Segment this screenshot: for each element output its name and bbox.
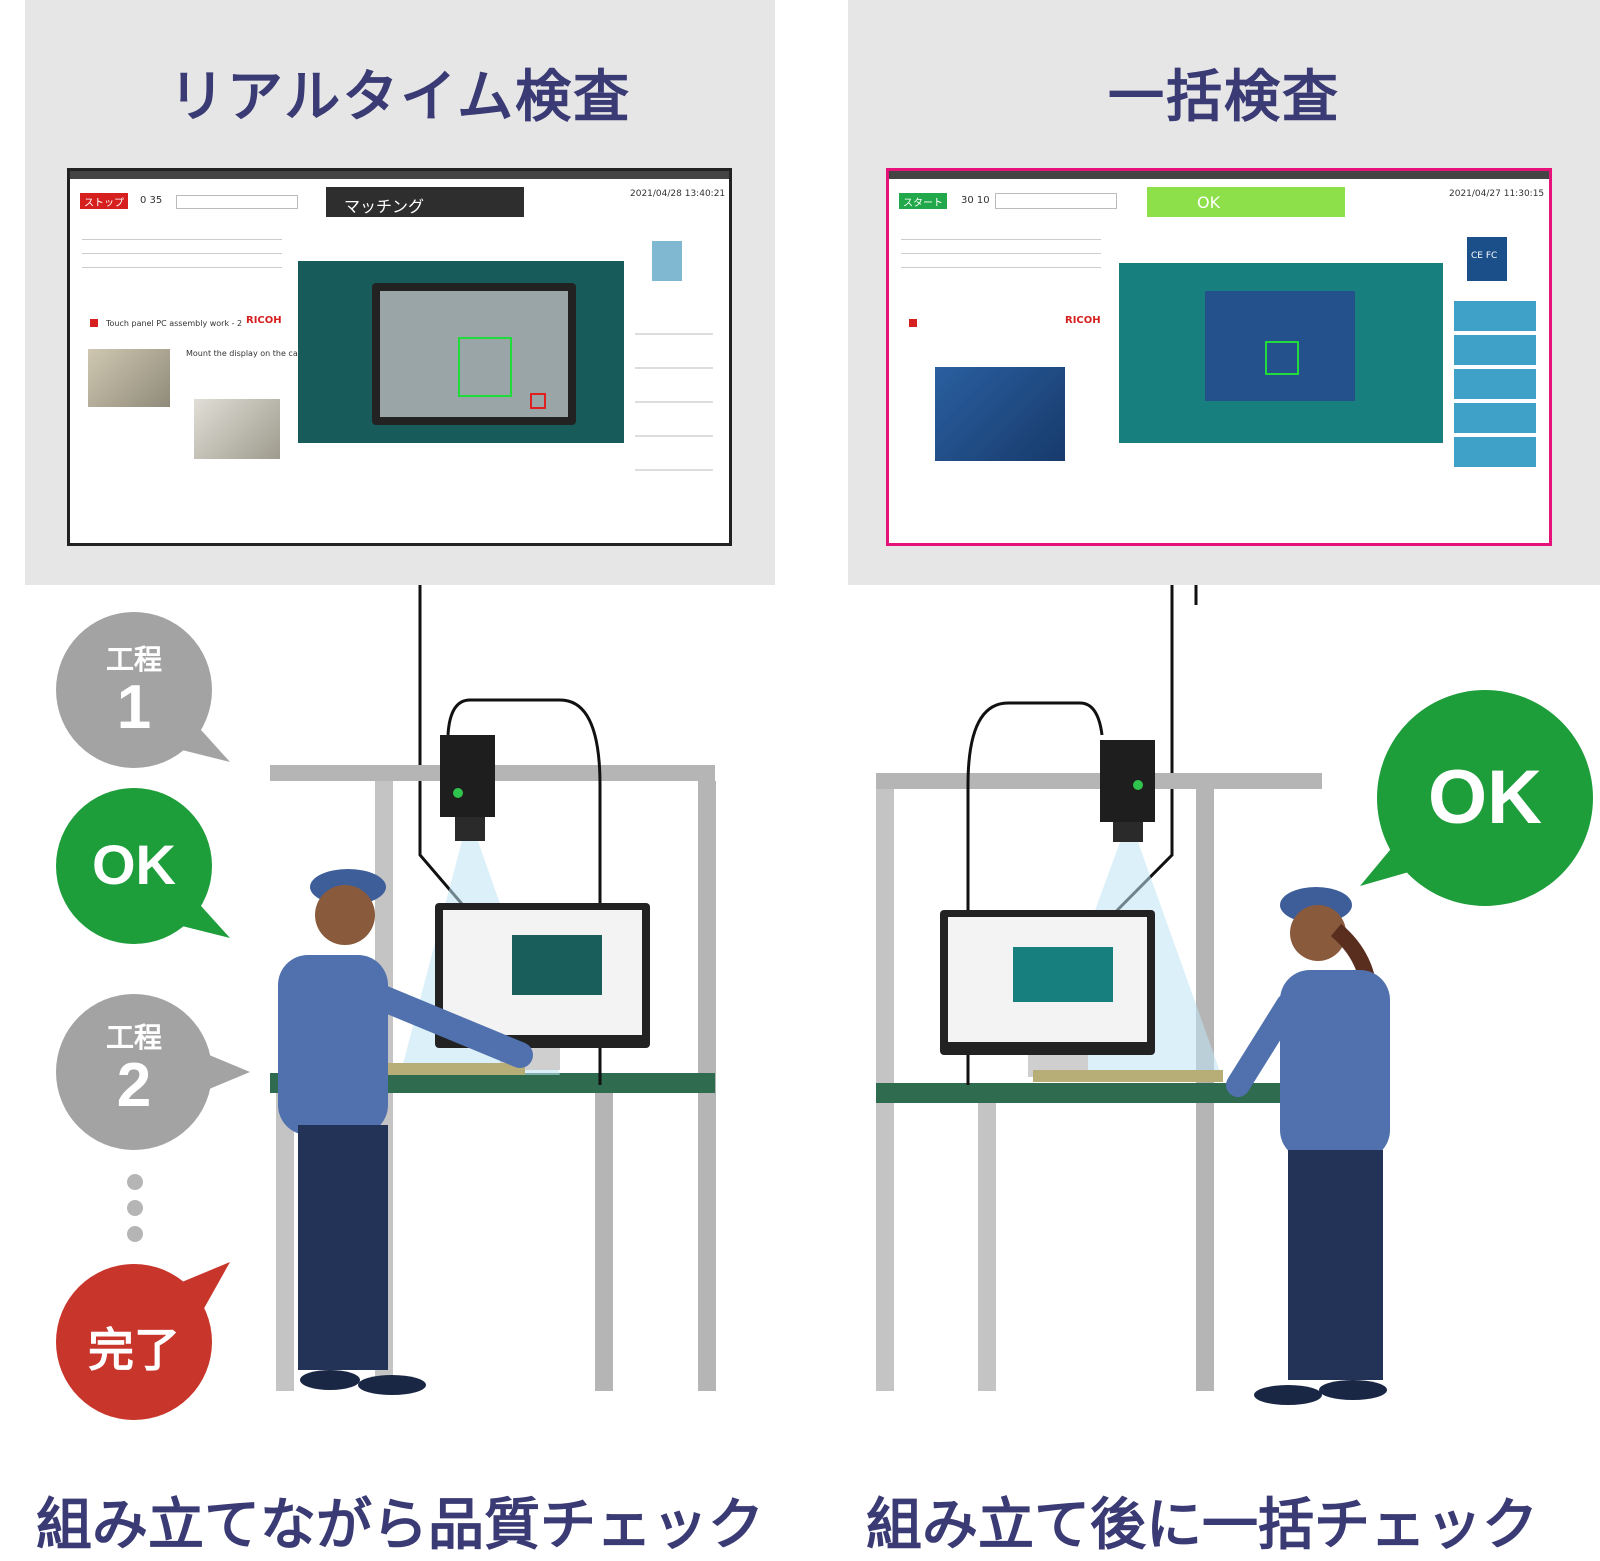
ok-bubble-right-label: OK <box>1428 755 1542 840</box>
batch-caption: 組み立て後に一括チェック <box>866 1493 1538 1558</box>
realtime-screen-mockup: ストップ 0 35 マッチング 2021/04/28 13:40:21 Touc… <box>67 168 732 546</box>
realtime-caption: 組み立てながら品質チェック <box>36 1493 764 1558</box>
step-bubble-1: 工程 1 <box>52 610 232 770</box>
timestamp: 2021/04/28 13:40:21 <box>630 189 726 199</box>
step-bubble-2: 工程 2 <box>52 992 252 1152</box>
progress-field <box>176 195 298 209</box>
camera-view <box>298 261 624 443</box>
timestamp: 2021/04/27 11:30:15 <box>1449 189 1545 199</box>
cert-mark-label: CE FC <box>1471 251 1498 261</box>
realtime-workstation-illustration <box>270 585 716 1395</box>
stop-button-label: ストップ <box>84 198 124 209</box>
match-box <box>1265 341 1299 375</box>
status-banner <box>326 187 524 217</box>
count-display: 0 35 <box>140 195 163 206</box>
batch-workstation-illustration <box>876 585 1390 1405</box>
realtime-inspection-title: リアルタイム検査 <box>168 65 632 130</box>
status-banner <box>1147 187 1345 217</box>
brand-logo: RICOH <box>246 315 282 326</box>
continuation-dots <box>127 1174 143 1242</box>
ok-bubble-right: OK <box>1360 688 1600 908</box>
inspected-panel <box>372 283 576 425</box>
reference-image-1 <box>88 349 170 407</box>
complete-bubble: 完了 <box>52 1262 232 1422</box>
inspected-board <box>1205 291 1355 401</box>
step-2-label: 工程 <box>105 1021 162 1054</box>
cert-mark <box>1467 237 1507 281</box>
ng-box <box>530 393 546 409</box>
start-button[interactable] <box>899 193 947 209</box>
brand-logo: RICOH <box>1065 315 1101 326</box>
progress-field <box>995 193 1117 209</box>
thumbnail-grid <box>1454 301 1536 471</box>
ok-bubble-left: OK <box>52 786 232 946</box>
status-label: OK <box>1197 193 1221 212</box>
match-box <box>458 337 512 397</box>
batch-screen-mockup: スタート 30 10 OK 2021/04/27 11:30:15 RICOH … <box>886 168 1552 546</box>
camera-view <box>1119 263 1443 443</box>
complete-bubble-label: 完了 <box>88 1323 180 1377</box>
reference-image-2 <box>194 399 280 459</box>
step-1-label: 工程 <box>105 643 162 676</box>
reference-thumb <box>652 241 682 281</box>
product-marker <box>90 319 98 327</box>
info-rows <box>901 229 1101 269</box>
batch-inspection-title: 一括検査 <box>1108 65 1340 130</box>
realtime-inspection-panel: リアルタイム検査 ストップ 0 35 マッチング 2021/04/28 13:4… <box>25 0 775 605</box>
cable-right <box>1194 585 1198 605</box>
thumbnail-grid <box>635 301 713 471</box>
title-bar <box>889 171 1549 179</box>
product-marker <box>909 319 917 327</box>
stop-button[interactable] <box>80 193 128 209</box>
ok-bubble-left-label: OK <box>92 833 176 896</box>
count-display: 30 10 <box>961 195 990 206</box>
title-bar <box>70 171 729 179</box>
reference-board <box>935 367 1065 461</box>
product-title: Touch panel PC assembly work - 2 <box>106 319 243 328</box>
info-rows <box>82 229 282 269</box>
status-label: マッチング <box>344 197 425 216</box>
step-2-number: 2 <box>116 1051 152 1120</box>
step-1-number: 1 <box>116 673 152 742</box>
instruction-text: Mount the display on the case <box>186 349 307 358</box>
batch-inspection-panel: 一括検査 スタート 30 10 OK 2021/04/27 11:30:15 R… <box>848 0 1600 605</box>
start-button-label: スタート <box>903 198 943 209</box>
